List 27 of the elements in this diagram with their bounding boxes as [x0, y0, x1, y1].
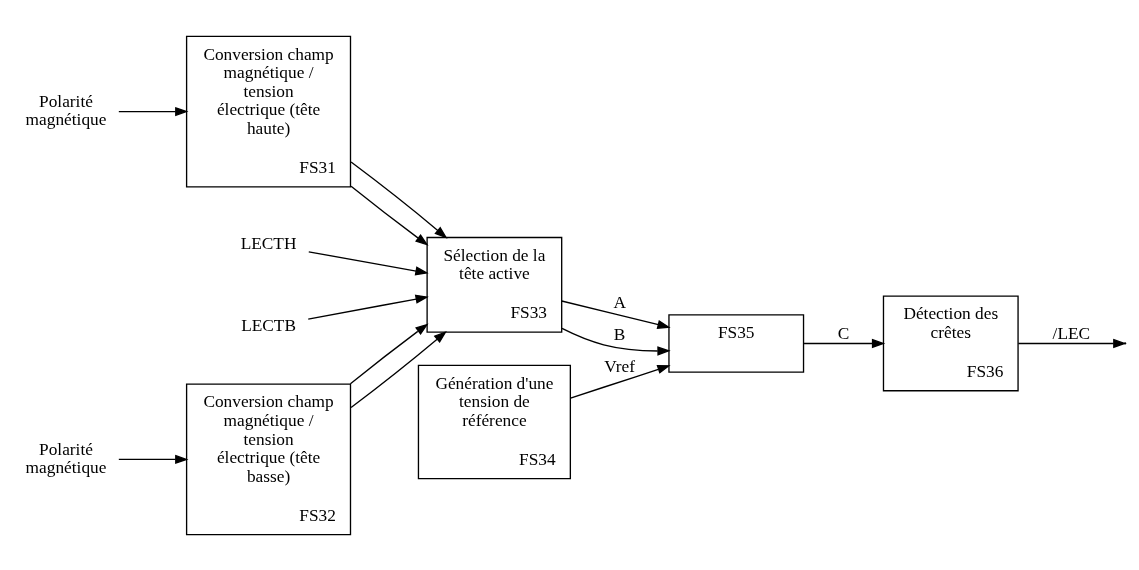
- arrow: [349, 322, 429, 384]
- arrow: [308, 250, 429, 276]
- arrow: [307, 294, 429, 320]
- arrow: [569, 364, 671, 399]
- node-box: Sélection de la tête active FS33: [426, 236, 563, 333]
- node-text: Polarité magnétique: [25, 439, 107, 477]
- node-box: FS35: [668, 313, 805, 373]
- node-text: LECTB: [241, 315, 296, 335]
- arrow: [561, 299, 671, 329]
- node-text: Polarité magnétique: [25, 91, 107, 129]
- node-text: LECTH: [240, 233, 297, 253]
- arrow: [350, 330, 447, 408]
- node-box: Conversion champ magnétique / tension électrique (tête basse) FS32: [185, 382, 352, 535]
- arrow: [118, 106, 189, 116]
- edge-label: C: [837, 323, 850, 343]
- arrow: [118, 454, 189, 464]
- node-box: Génération d'une tension de référence FS34: [417, 364, 571, 479]
- arrow: [350, 160, 448, 239]
- node-box: Conversion champ magnétique / tension électrique (tête haute) FS31: [185, 35, 352, 188]
- edge-label: B: [613, 324, 626, 344]
- arrow: [803, 338, 886, 348]
- arrow: [350, 185, 429, 246]
- edge-label: A: [613, 292, 626, 312]
- edge-label: Vref: [604, 356, 635, 376]
- edge-label: /LEC: [1052, 323, 1091, 343]
- node-box: Détection des crêtes FS36: [882, 295, 1019, 391]
- arrow: [561, 327, 671, 356]
